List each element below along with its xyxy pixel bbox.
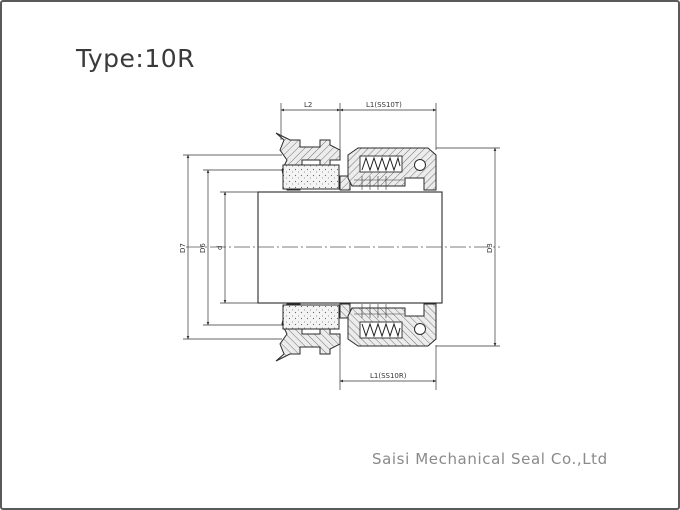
dim-label-d3: D3	[486, 243, 494, 253]
dim-label-l1-top: L1(SS10T)	[366, 101, 402, 109]
shaft	[257, 191, 443, 304]
dim-label-l2: L2	[304, 101, 312, 109]
top-dimensions	[280, 103, 437, 160]
upper-stationary-seat	[275, 132, 341, 191]
drawing-title: Type:10R	[76, 44, 196, 73]
company-name: Saisi Mechanical Seal Co.,Ltd	[372, 450, 608, 468]
upper-rotating-unit	[339, 147, 437, 191]
right-dimensions	[436, 147, 500, 347]
dim-label-d6: D6	[199, 243, 207, 253]
left-dimensions	[183, 154, 283, 340]
dim-label-d7: D7	[179, 243, 187, 253]
bottom-dimensions	[339, 340, 437, 390]
dim-label-l1-bottom: L1(SS10R)	[370, 372, 407, 380]
dim-label-d: d	[216, 246, 224, 250]
lower-rotating-unit	[339, 303, 437, 347]
lower-stationary-seat	[275, 303, 341, 362]
